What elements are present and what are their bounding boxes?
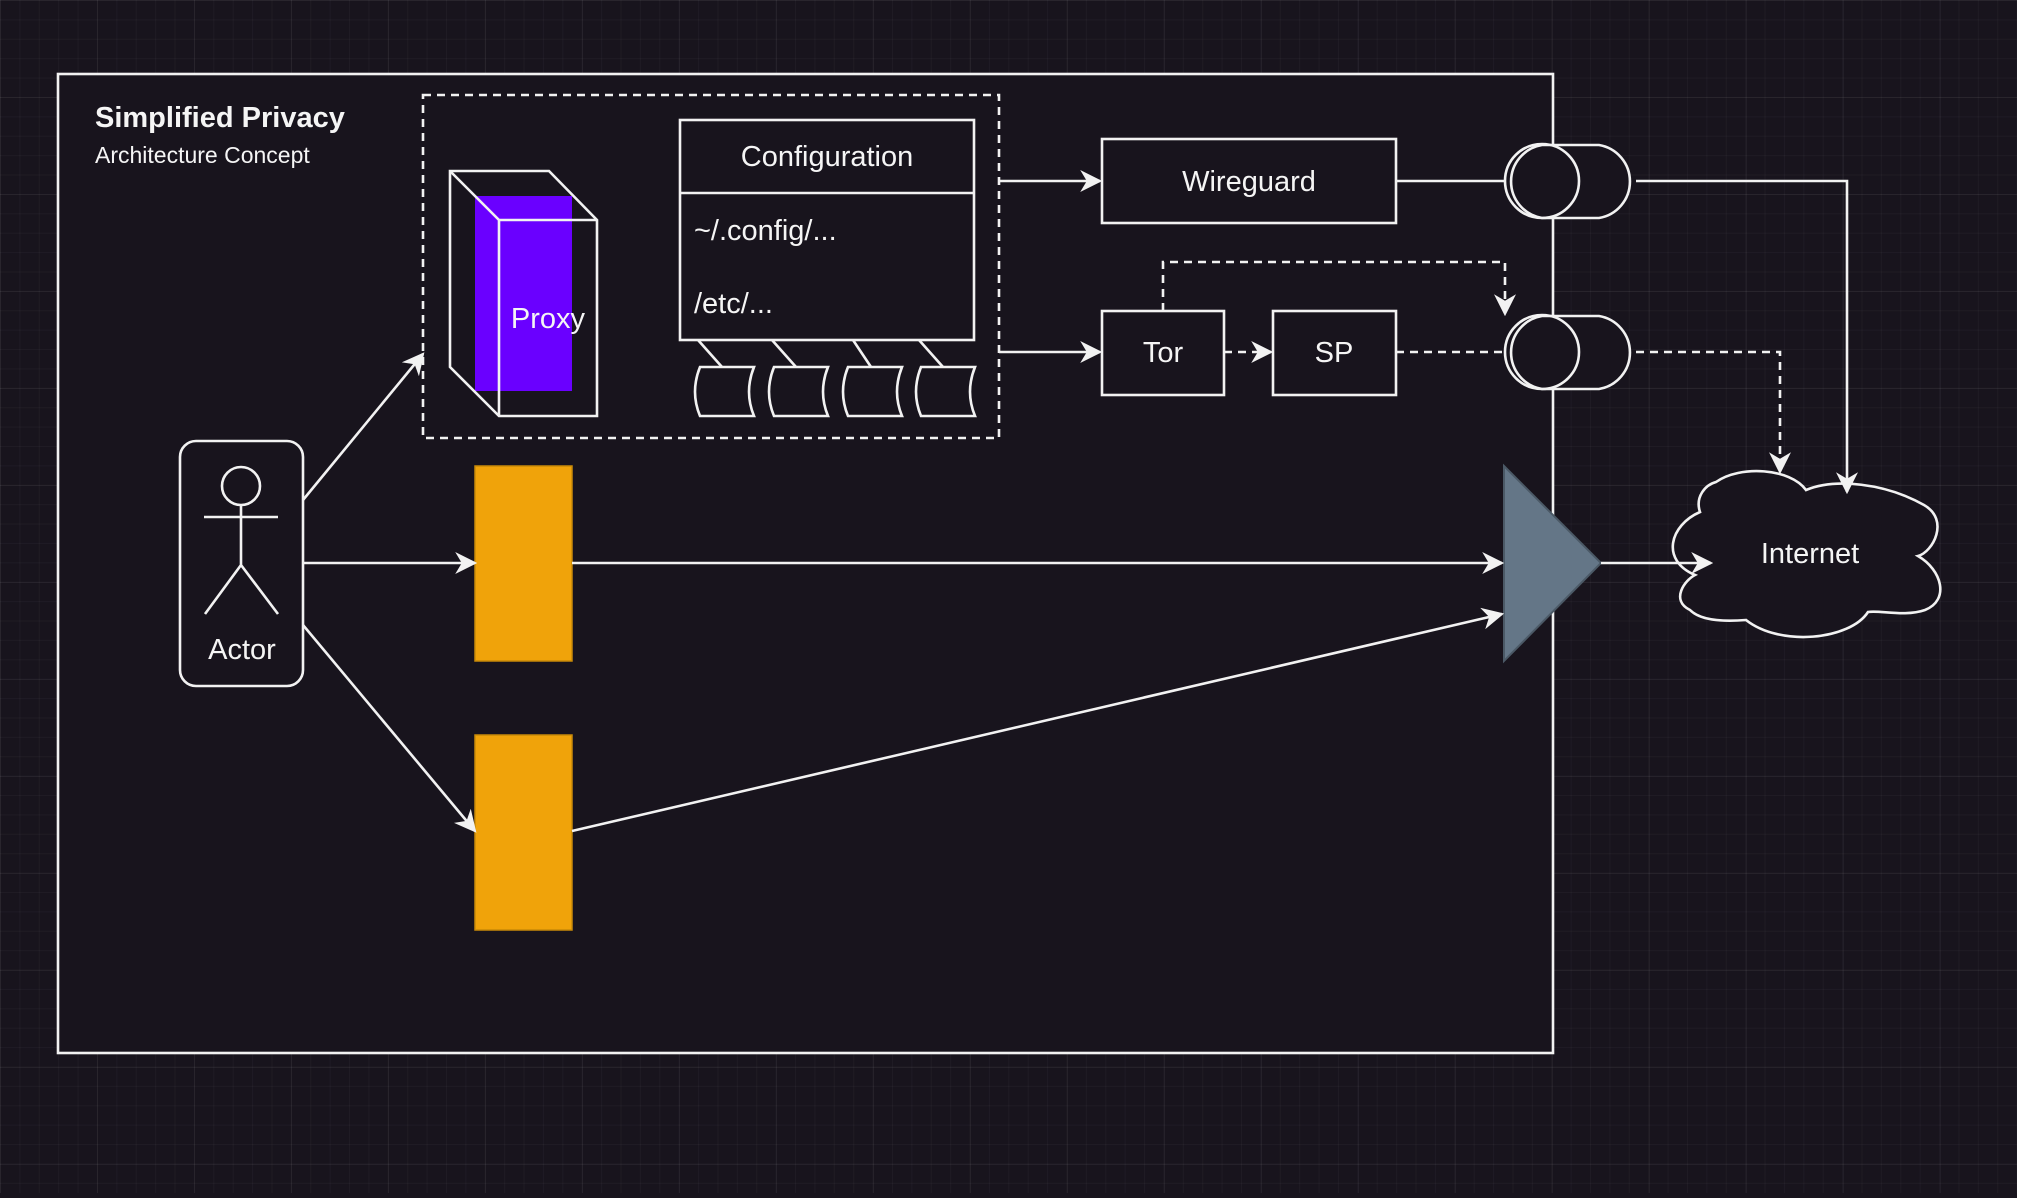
diagram-title: Simplified Privacy [95, 102, 345, 134]
configuration-header: Configuration [741, 141, 914, 173]
config-item-system: /etc/... [694, 288, 773, 320]
actor-node[interactable]: Actor [178, 439, 305, 688]
sp-node[interactable]: SP [1271, 309, 1398, 397]
internet-label: Internet [1761, 538, 1859, 570]
tor-label: Tor [1143, 337, 1184, 369]
wireguard-tunnel-pipe[interactable] [1503, 142, 1632, 220]
connectors [301, 170, 1858, 833]
wireguard-label: Wireguard [1182, 166, 1316, 198]
proxy-config-group[interactable] [421, 93, 1001, 440]
actor-label: Actor [208, 634, 276, 666]
configuration-node[interactable]: Configuration ~/.config/... /etc/... [678, 118, 976, 342]
tor-tunnel-pipe[interactable] [1503, 313, 1632, 391]
diagram-subtitle: Architecture Concept [95, 142, 310, 168]
proxy-label: Proxy [511, 303, 586, 335]
tor-node[interactable]: Tor [1100, 309, 1226, 397]
sp-label: SP [1315, 337, 1354, 369]
proxy-node[interactable]: Proxy [448, 169, 599, 418]
direct-channel-block[interactable] [474, 465, 573, 662]
wireguard-node[interactable]: Wireguard [1100, 137, 1398, 225]
alternate-channel-block[interactable] [474, 734, 573, 931]
config-files-icons [693, 339, 977, 418]
internet-cloud[interactable]: Internet [1671, 469, 1942, 639]
config-item-user: ~/.config/... [694, 215, 837, 247]
